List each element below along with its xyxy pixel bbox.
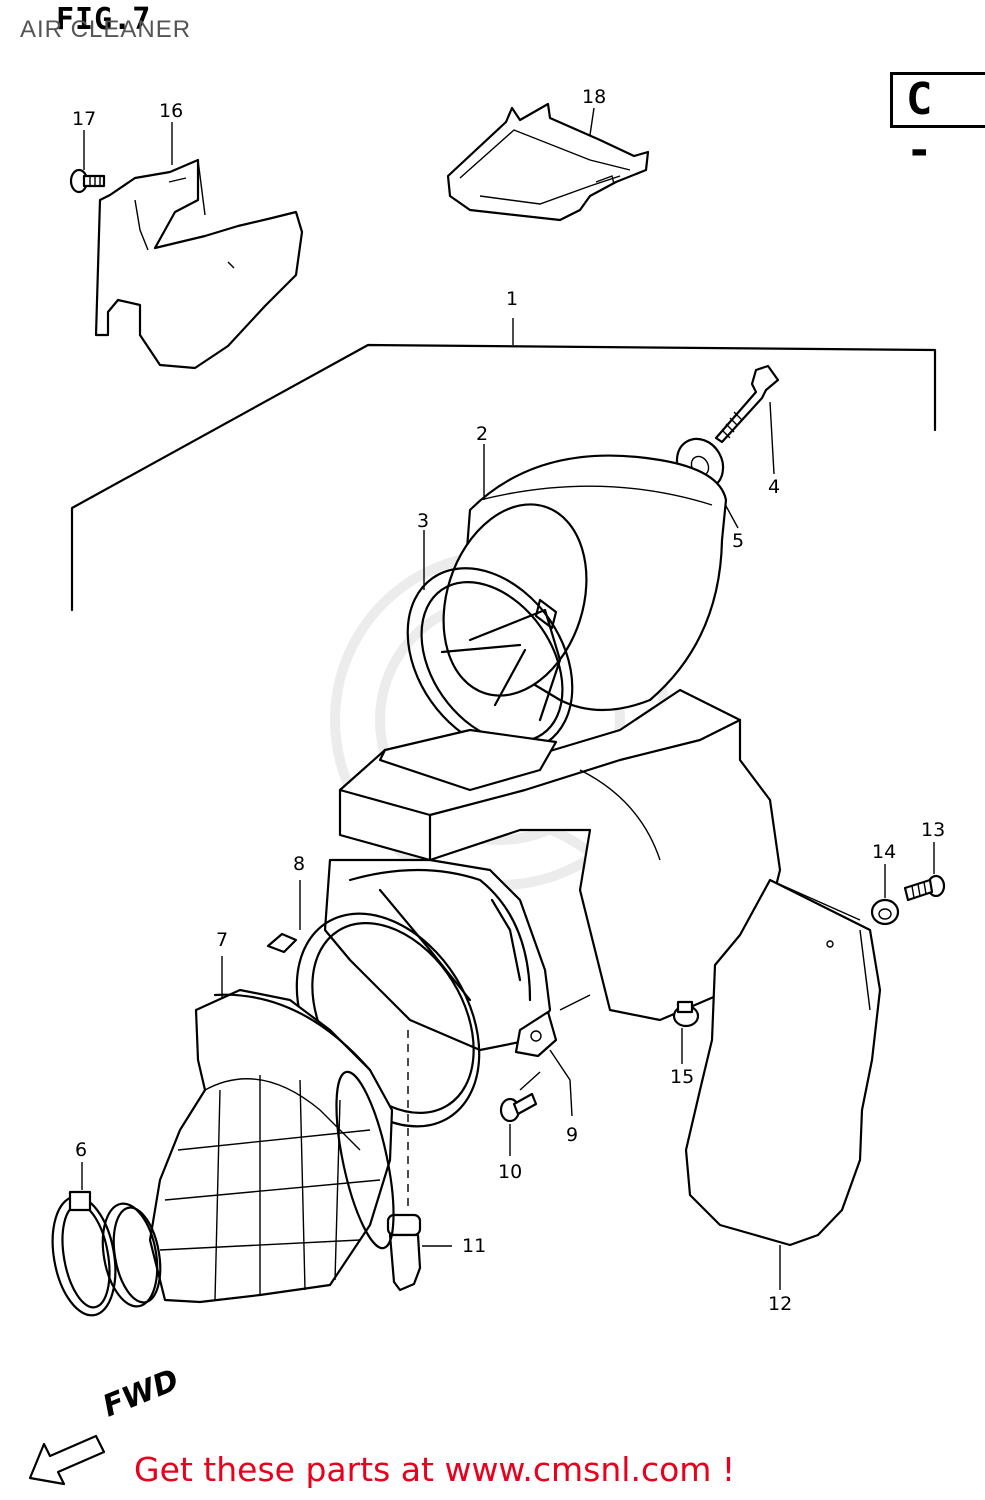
part-10-screw [499, 1092, 538, 1123]
part-1-case [323, 688, 782, 1052]
callout-3: 3 [417, 510, 429, 532]
callout-17: 17 [72, 108, 96, 130]
callout-12: 12 [768, 1293, 792, 1315]
callout-16: 16 [159, 100, 183, 122]
part-15-screw [672, 1000, 700, 1028]
part-12-duct [684, 878, 882, 1247]
callout-18: 18 [582, 86, 606, 108]
part-3-filter-frame [406, 567, 574, 753]
figure-subtitle: AIR CLEANER [20, 16, 192, 43]
part-4-wing-bolt [714, 364, 780, 444]
footer-link[interactable]: Get these parts at www.cmsnl.com ! [134, 1450, 736, 1489]
section-code: C - [906, 74, 933, 176]
callout-14: 14 [872, 841, 896, 863]
figure-number: FIG.7 [56, 2, 152, 37]
part-16-cover [94, 158, 304, 370]
callout-5: 5 [732, 530, 744, 552]
callout-2: 2 [476, 423, 488, 445]
part-6-clamp [51, 1190, 162, 1317]
part-13-bolt [903, 874, 946, 902]
callout-15: 15 [670, 1066, 694, 1088]
arrow-left-down-icon [28, 1434, 106, 1486]
part-2-filter-element [442, 454, 728, 712]
callout-7: 7 [216, 929, 228, 951]
callout-10: 10 [498, 1161, 522, 1183]
section-box [890, 72, 985, 128]
assembly-bracket [70, 343, 937, 612]
leader-9b [519, 1071, 541, 1091]
callout-1: 1 [506, 288, 518, 310]
callout-6: 6 [75, 1139, 87, 1161]
part-18-lid [446, 102, 650, 222]
part-17-screw [69, 168, 106, 194]
part-9-bracket [514, 1010, 558, 1058]
callout-11: 11 [462, 1235, 486, 1257]
part-7-intake-boot [148, 988, 395, 1304]
leader-9 [549, 1049, 573, 1117]
leader-18 [589, 107, 595, 136]
leader-4 [769, 401, 775, 475]
part-11-drain [386, 1030, 422, 1292]
callout-13: 13 [921, 819, 945, 841]
callout-4: 4 [768, 476, 780, 498]
callout-9: 9 [566, 1124, 578, 1146]
part-14-grommet [870, 898, 900, 926]
callout-8: 8 [293, 853, 305, 875]
